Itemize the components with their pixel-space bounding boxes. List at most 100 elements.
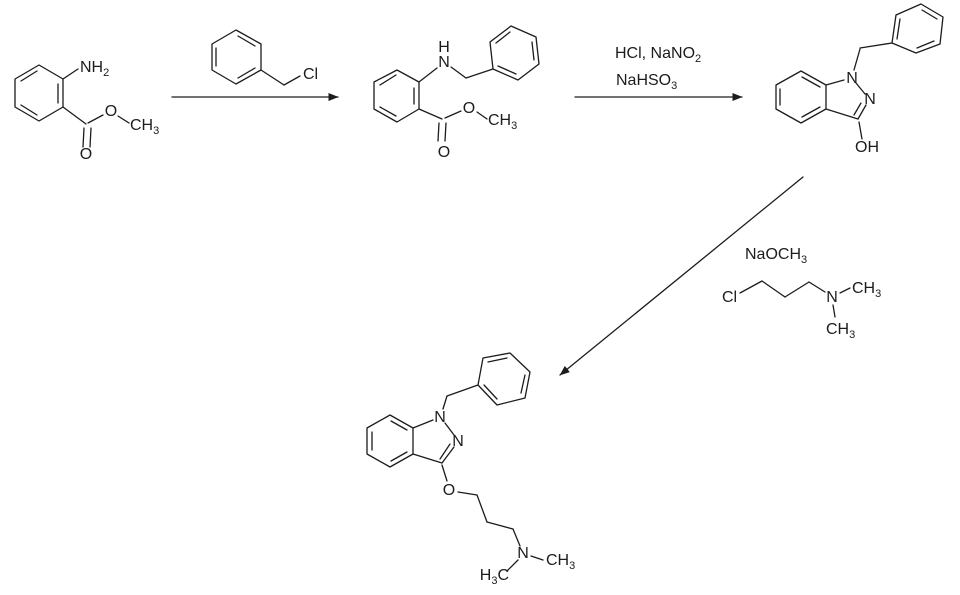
bond <box>853 48 861 71</box>
bond <box>418 108 443 120</box>
double-bond-inner <box>801 106 821 118</box>
chlorine-label: Cl <box>303 66 318 83</box>
double-bond <box>444 122 447 142</box>
benzo-ring <box>366 414 414 468</box>
double-bond-inner <box>20 104 38 116</box>
bond <box>506 559 519 572</box>
double-bond-inner <box>390 451 408 462</box>
double-bond <box>857 104 867 120</box>
carbonyl-oxygen-label: O <box>80 146 92 163</box>
bond <box>62 106 87 125</box>
bond <box>260 69 285 86</box>
bond <box>441 464 448 482</box>
double-bond-inner <box>896 18 901 40</box>
bond <box>512 528 521 547</box>
structure-methyl-n-benzylanthranilate: H N O CH3 O <box>373 25 540 161</box>
double-bond-inner <box>531 41 535 61</box>
structure-methyl-anthranilate: NH2 O CH3 O <box>14 59 159 163</box>
n1-label: N <box>434 409 446 426</box>
double-bond-inner <box>801 76 821 88</box>
double-bond-inner <box>916 40 935 49</box>
bond <box>450 66 467 79</box>
double-bond-inner <box>390 420 408 431</box>
bond <box>442 395 448 410</box>
methyl-top-label: CH3 <box>852 280 881 300</box>
structure-benzyl-chloride: Cl <box>211 29 318 86</box>
ether-oxygen-label: O <box>443 482 455 499</box>
amine-label: NH2 <box>80 59 109 79</box>
step2-reagent-line1: HCl, NaNO2 <box>615 45 701 65</box>
bond <box>855 82 866 95</box>
ester-oxygen-label: O <box>105 103 117 120</box>
structure-benzyl-indazolol: N N OH <box>775 3 944 156</box>
bond <box>530 555 544 561</box>
bond <box>476 111 488 120</box>
double-bond-inner <box>237 35 256 47</box>
double-bond-inner <box>495 31 511 44</box>
step2-reagent-line2: NaHSO3 <box>616 72 677 92</box>
chlorine-label: Cl <box>722 289 737 306</box>
ester-oxygen-label: O <box>463 100 475 117</box>
bond <box>858 121 863 140</box>
double-bond-inner <box>497 65 517 75</box>
bond <box>825 79 845 86</box>
double-bond-inner <box>853 102 862 116</box>
bond <box>486 521 514 530</box>
double-bond-inner <box>379 74 397 86</box>
n2-label: N <box>864 91 876 108</box>
double-bond-inner <box>439 443 451 460</box>
step3-base-label: NaOCH3 <box>745 246 807 266</box>
phenyl-ring <box>477 352 531 406</box>
double-bond <box>82 127 85 148</box>
double-bond-inner <box>20 70 38 82</box>
bond <box>465 68 494 79</box>
bond <box>808 281 826 293</box>
bond <box>412 453 443 464</box>
n1-label: N <box>846 70 858 87</box>
n2-label: N <box>452 433 464 450</box>
carbonyl-oxygen-label: O <box>438 144 450 161</box>
bond <box>87 114 104 124</box>
double-bond-inner <box>520 374 526 394</box>
double-bond <box>89 127 92 148</box>
structure-benzydamine: N N O N CH3 H3C <box>366 352 575 587</box>
structure-chloropropyl-dimethylamine: Cl N CH3 CH3 <box>722 280 881 341</box>
benzo-ring <box>775 70 827 124</box>
reaction-arrow-step3 <box>559 176 804 376</box>
bond <box>761 280 786 298</box>
double-bond-inner <box>379 106 397 117</box>
double-bond <box>437 122 440 142</box>
bond <box>739 280 763 294</box>
hydroxyl-label: OH <box>855 139 879 156</box>
bond <box>839 287 851 294</box>
bond <box>444 422 455 436</box>
double-bond-inner <box>237 67 256 79</box>
amine-n-label: N <box>517 545 529 562</box>
methyl-label: CH3 <box>488 112 517 132</box>
bond <box>457 491 478 496</box>
bond <box>418 67 438 83</box>
bond <box>283 75 301 86</box>
amine-h-label: H <box>438 39 450 56</box>
bond <box>412 419 434 429</box>
reagent-text-step3: NaOCH3 <box>745 246 807 266</box>
reagent-text-step2: HCl, NaNO2 NaHSO3 <box>615 45 701 92</box>
phenyl-ring <box>489 25 540 81</box>
bond <box>784 281 810 298</box>
amine-n-label: N <box>826 289 838 306</box>
bond <box>832 304 836 318</box>
methyl-label: CH3 <box>130 117 159 137</box>
benzene-ring <box>211 29 262 85</box>
amine-n-label: N <box>438 54 450 71</box>
methyl-label: CH3 <box>546 552 575 572</box>
bond <box>859 42 893 49</box>
methyl-bottom-label: CH3 <box>826 321 855 341</box>
phenyl-ring <box>891 3 944 54</box>
benzene-ring <box>14 64 64 122</box>
bond <box>825 108 859 120</box>
bond <box>117 115 130 124</box>
double-bond-inner <box>487 357 508 363</box>
benzene-ring <box>373 69 420 123</box>
bond <box>476 494 488 523</box>
